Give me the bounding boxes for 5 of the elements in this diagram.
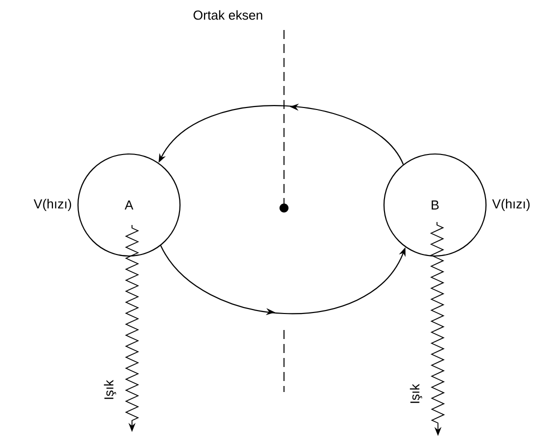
light-label: Işık — [410, 384, 422, 403]
light-label: Işık — [104, 380, 116, 399]
speed-label: V(hızı) — [34, 198, 72, 212]
speed-label: V(hızı) — [492, 198, 530, 212]
axis-label: Ortak eksen — [194, 10, 262, 20]
